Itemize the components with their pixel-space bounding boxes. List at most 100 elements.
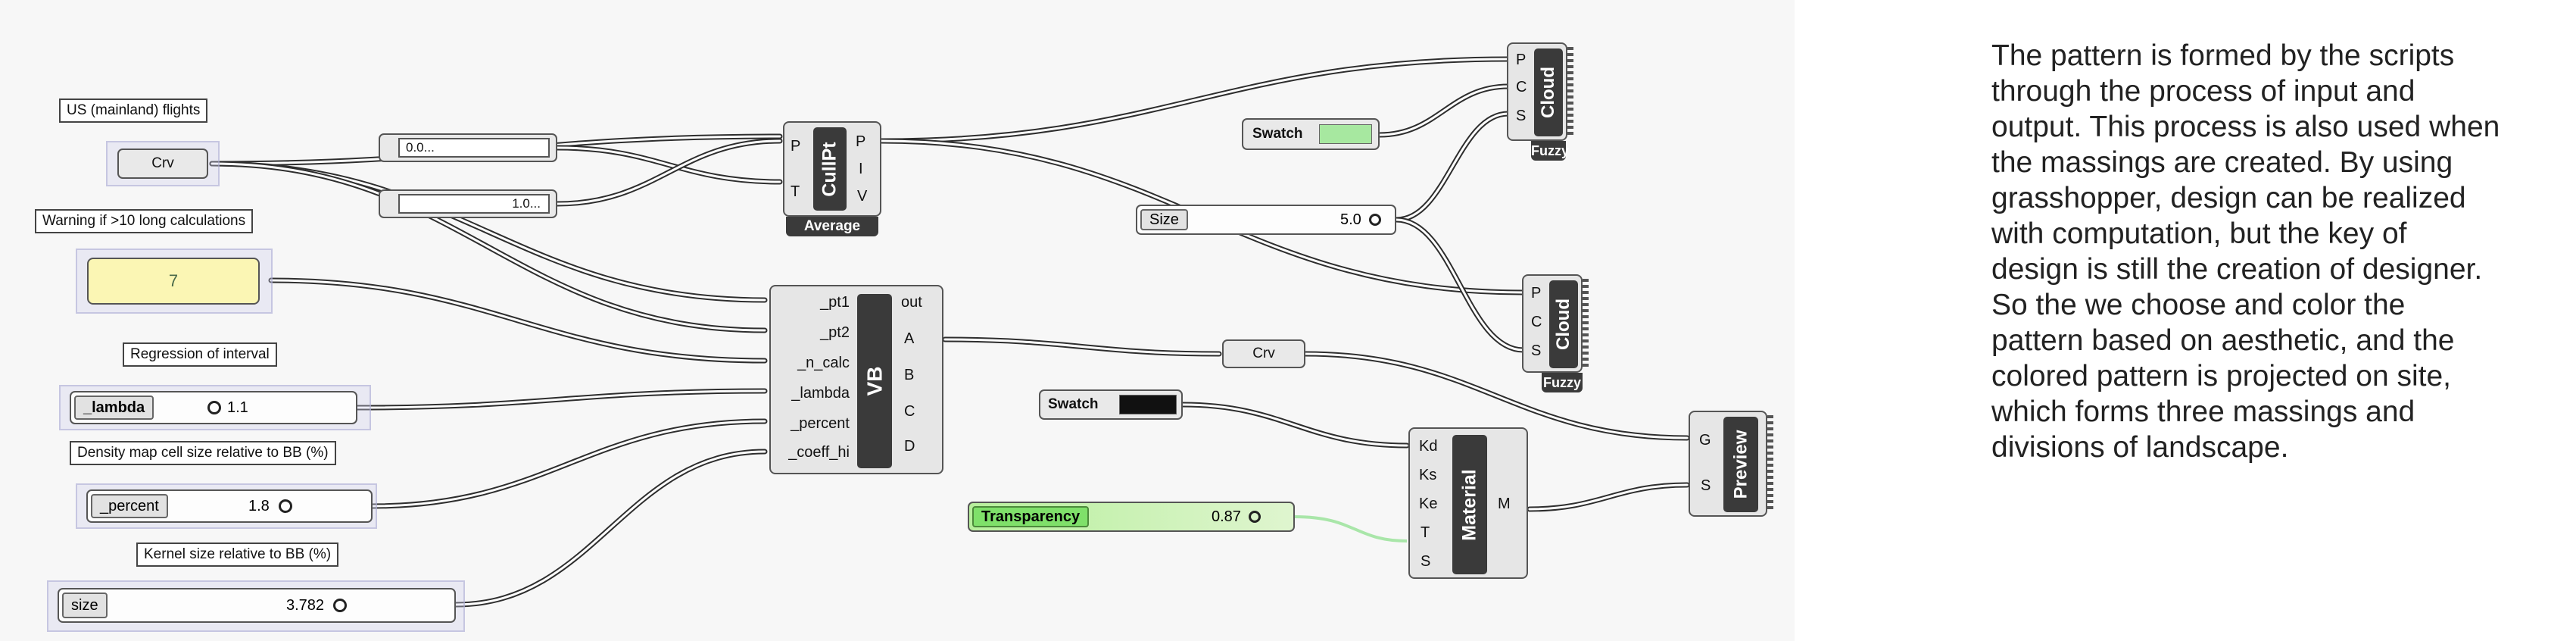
- kernel-to-vb-wire-highlight: [454, 450, 766, 606]
- size-to-cloud-bottom-s-wire-highlight: [1395, 218, 1525, 352]
- description-line: through the process of input and: [1991, 75, 2415, 108]
- slider-grip-icon[interactable]: [333, 599, 348, 612]
- description-line: grasshopper, design can be realized: [1991, 182, 2466, 214]
- calc-count-panel[interactable]: 7: [87, 258, 260, 305]
- vb-input-percent[interactable]: _percent: [791, 415, 850, 432]
- crv-param[interactable]: Crv: [117, 149, 208, 179]
- regression-label: Regression of interval: [123, 342, 277, 367]
- vb-output-d[interactable]: D: [904, 438, 915, 455]
- lambda-to-vb-wire-highlight: [356, 389, 766, 409]
- warning-label: Warning if >10 long calculations: [35, 209, 254, 233]
- slider-grip-icon[interactable]: [207, 401, 221, 414]
- preview-input-g[interactable]: G: [1699, 432, 1711, 449]
- vb-input-pt1[interactable]: _pt1: [820, 294, 850, 311]
- vb-component[interactable]: VB _pt1 _pt2 _n_calc _lambda _percent _c…: [769, 285, 943, 474]
- cullpt-title: CullPt: [813, 127, 847, 211]
- material-output-m[interactable]: M: [1498, 496, 1511, 512]
- text-input-b-value[interactable]: 1.0...: [398, 194, 550, 214]
- cloud-bottom-tag: Fuzzy: [1542, 373, 1583, 392]
- cullpt-p-to-cloud-top-wire-highlight: [880, 58, 1510, 142]
- cloud-bottom-input-c[interactable]: C: [1531, 314, 1542, 330]
- text-b-to-cullpt-p-wire-highlight: [556, 139, 781, 205]
- vb-a-to-crv-wire-highlight: [943, 338, 1221, 355]
- text-input-a[interactable]: 0.0...: [379, 133, 557, 162]
- cloud-top-tag: Fuzzy: [1531, 141, 1569, 161]
- crv-param-right[interactable]: Crv: [1222, 339, 1305, 368]
- material-title: Material: [1452, 435, 1487, 574]
- material-input-s[interactable]: S: [1421, 553, 1431, 570]
- vb-input-lambda[interactable]: _lambda: [791, 385, 850, 402]
- description-line: pattern based on aesthetic, and the: [1991, 324, 2455, 357]
- vb-output-a[interactable]: A: [904, 330, 915, 347]
- size-to-cloud-top-s-wire-highlight: [1395, 112, 1510, 221]
- percent-slider-value: 1.8: [248, 497, 270, 514]
- material-input-t[interactable]: T: [1421, 524, 1430, 541]
- grasshopper-canvas[interactable]: US (mainland) flights Crv Warning if >10…: [0, 0, 1795, 641]
- swatch-bottom-name: Swatch: [1048, 396, 1099, 412]
- description-line: with computation, but the key of: [1991, 217, 2407, 250]
- cullpt-output-i[interactable]: I: [859, 161, 863, 177]
- cullpt-input-p[interactable]: P: [791, 138, 801, 155]
- swatch-top[interactable]: Swatch: [1242, 118, 1380, 150]
- swatch-bottom[interactable]: Swatch: [1039, 389, 1183, 420]
- cloud-bottom-input-p[interactable]: P: [1531, 285, 1542, 302]
- text-input-b[interactable]: 1.0...: [379, 189, 557, 218]
- description-text: The pattern is formed by the scripts thr…: [1991, 38, 2537, 465]
- material-component[interactable]: Material Kd Ks Ke T S M: [1408, 427, 1528, 579]
- expand-edge-icon: [1567, 47, 1573, 136]
- vb-output-b[interactable]: B: [904, 367, 915, 383]
- percent-slider[interactable]: _percent 1.8: [86, 489, 373, 523]
- lambda-slider-value: 1.1: [227, 399, 248, 416]
- description-line: So the we choose and color the: [1991, 289, 2406, 321]
- material-input-ke[interactable]: Ke: [1419, 496, 1438, 512]
- cullpt-tag: Average: [786, 217, 878, 236]
- description-line: design is still the creation of designer…: [1991, 253, 2483, 286]
- material-input-kd[interactable]: Kd: [1419, 438, 1438, 455]
- cullpt-component[interactable]: CullPt P T P I V: [783, 121, 881, 217]
- text-input-a-value[interactable]: 0.0...: [398, 138, 550, 158]
- swatch-bottom-color[interactable]: [1119, 395, 1177, 414]
- text-a-to-cullpt-t-wire-highlight: [556, 146, 781, 183]
- cullpt-output-v[interactable]: V: [857, 188, 868, 205]
- cullpt-output-p[interactable]: P: [856, 133, 866, 150]
- panel-to-vb-n-calc-wire-highlight: [270, 279, 766, 362]
- preview-input-s[interactable]: S: [1701, 477, 1711, 494]
- vb-input-coeff-hi[interactable]: _coeff_hi: [788, 444, 850, 461]
- cloud-bottom-component[interactable]: Cloud P C S: [1522, 274, 1583, 373]
- cloud-top-input-c[interactable]: C: [1516, 79, 1527, 95]
- vb-input-n-calc[interactable]: _n_calc: [797, 355, 850, 371]
- material-input-ks[interactable]: Ks: [1419, 467, 1437, 483]
- vb-title: VB: [857, 294, 892, 468]
- cloud-top-component[interactable]: Cloud P C S: [1507, 42, 1567, 141]
- size-slider-name: Size: [1140, 209, 1188, 230]
- preview-component[interactable]: Preview G S: [1689, 411, 1767, 517]
- density-label: Density map cell size relative to BB (%): [70, 441, 336, 465]
- cloud-bottom-input-s[interactable]: S: [1531, 342, 1542, 359]
- cullpt-input-t[interactable]: T: [791, 183, 800, 200]
- slider-grip-icon[interactable]: [278, 499, 292, 513]
- cloud-top-input-p[interactable]: P: [1516, 52, 1527, 68]
- slider-grip-icon[interactable]: [1248, 511, 1261, 523]
- size-slider-kernel[interactable]: size 3.782: [58, 588, 456, 623]
- vb-output-c[interactable]: C: [904, 403, 915, 420]
- kernel-slider-value: 3.782: [286, 596, 325, 614]
- slider-grip-icon[interactable]: [1368, 214, 1381, 226]
- material-to-preview-s-wire-highlight: [1528, 483, 1689, 511]
- wire-layer: [209, 56, 1690, 608]
- description-line: divisions of landscape.: [1991, 431, 2289, 464]
- swatch-top-color[interactable]: [1319, 124, 1372, 144]
- percent-to-vb-wire-highlight: [371, 420, 766, 508]
- vb-input-pt2[interactable]: _pt2: [820, 324, 850, 341]
- kernel-slider-name: size: [62, 593, 108, 618]
- vb-output-out[interactable]: out: [901, 294, 922, 311]
- description-line: output. This process is also used when: [1991, 111, 2500, 143]
- description-line: colored pattern is projected on site,: [1991, 360, 2452, 392]
- cloud-top-input-s[interactable]: S: [1516, 108, 1527, 124]
- description-line: which forms three massings and: [1991, 396, 2415, 428]
- transparency-to-material-wire[interactable]: [1294, 515, 1408, 543]
- lambda-slider[interactable]: _lambda 1.1: [70, 391, 357, 424]
- size-slider[interactable]: Size 5.0: [1136, 205, 1396, 235]
- size-slider-value: 5.0: [1340, 211, 1361, 228]
- transparency-slider[interactable]: Transparency 0.87: [968, 502, 1295, 532]
- transparency-slider-name: Transparency: [972, 506, 1090, 527]
